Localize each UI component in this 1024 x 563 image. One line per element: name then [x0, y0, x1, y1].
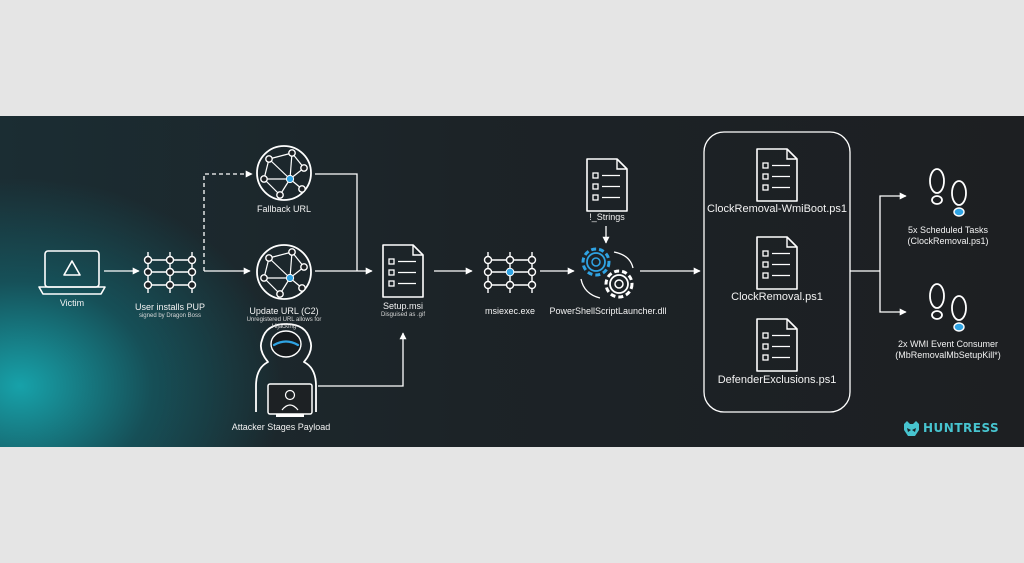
- arrow-attacker-to-setup: [318, 332, 407, 387]
- strings-label: !_Strings: [589, 212, 625, 222]
- script-clockremoval-label: ClockRemoval.ps1: [731, 291, 823, 303]
- setup-msi-sublabel: Disguised as .gif: [380, 312, 426, 318]
- pup-sublabel: signed by Dragon Boss: [138, 313, 202, 319]
- wmi-consumer-label-1: 2x WMI Event Consumer: [897, 339, 999, 349]
- gears-icon: [580, 247, 634, 299]
- hooded-hacker-icon: [255, 323, 317, 417]
- brand-name: HUNTRESS: [923, 421, 1000, 435]
- huntress-logo: HUNTRESS: [903, 419, 999, 437]
- laptop-warning-icon: [38, 250, 106, 295]
- msiexec-label: msiexec.exe: [484, 306, 536, 316]
- line-fallback-to-setup: [315, 173, 358, 271]
- wmi-consumer-label-2: (MbRemovalMbSetupKill*): [895, 350, 1001, 360]
- update-url-sublabel-2: Hijacking: [271, 324, 297, 330]
- attack-chain-diagram: Victim User installs PUP signed by Drago…: [0, 116, 1024, 447]
- setup-msi-label: Setup.msi: [382, 301, 424, 311]
- attacker-label: Attacker Stages Payload: [231, 422, 331, 432]
- footprints-icon: [929, 283, 967, 332]
- footprints-icon: [929, 168, 967, 217]
- scheduled-tasks-label-1: 5x Scheduled Tasks: [908, 225, 988, 235]
- update-url-sublabel-1: Unregistered URL allows for: [246, 317, 322, 323]
- fallback-url-label: Fallback URL: [256, 204, 312, 214]
- pup-label: User installs PUP: [134, 302, 206, 312]
- arrow-branch-to-tasks: [879, 192, 907, 271]
- globe-network-icon: [256, 145, 312, 201]
- scripts-group-box: [703, 131, 851, 413]
- huntress-bear-icon: [904, 420, 919, 436]
- document-icon: [756, 148, 798, 202]
- update-url-label: Update URL (C2): [249, 306, 319, 316]
- network-nodes-icon: [483, 252, 537, 293]
- victim-label: Victim: [59, 298, 85, 308]
- document-icon: [382, 244, 424, 298]
- diagram-canvas: [38, 131, 967, 417]
- launcher-label: PowerShellScriptLauncher.dll: [549, 306, 667, 316]
- script-defenderexclusions-label: DefenderExclusions.ps1: [717, 374, 837, 386]
- document-icon: [756, 318, 798, 372]
- document-icon: [586, 158, 628, 212]
- globe-network-icon: [256, 244, 312, 300]
- arrow-branch-to-wmi: [879, 271, 907, 316]
- arrow-pup-to-fallback: [203, 170, 253, 271]
- scheduled-tasks-label-2: (ClockRemoval.ps1): [907, 236, 989, 246]
- script-clockremoval-wmiboot-label: ClockRemoval-WmiBoot.ps1: [707, 203, 847, 215]
- document-icon: [756, 236, 798, 290]
- network-nodes-icon: [143, 252, 197, 293]
